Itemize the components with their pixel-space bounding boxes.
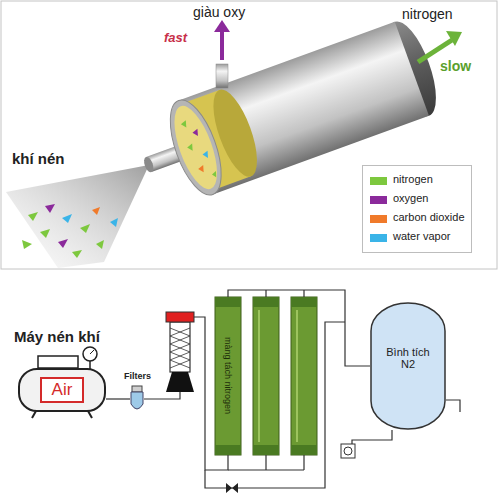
air-dryer (166, 312, 194, 392)
tank-label: Bình tích N2 (378, 346, 438, 370)
compressor-tank (19, 369, 105, 411)
gas-particles (62, 214, 72, 223)
gas-particles (80, 224, 90, 233)
nitrogen-flow-arrow (418, 31, 462, 62)
legend-row: nitrogen (363, 171, 471, 190)
gas-particles (22, 204, 118, 258)
compressor-motor (38, 356, 78, 368)
membrane-column (291, 297, 317, 307)
gas-particles (96, 240, 104, 249)
legend-swatch (370, 215, 387, 223)
legend-text: nitrogen (393, 173, 433, 185)
membrane-band (215, 445, 241, 455)
filter-head (132, 386, 142, 392)
fast-label: fast (164, 30, 187, 45)
gauge-stem (89, 361, 91, 369)
legend-text: oxygen (393, 192, 428, 204)
membrane-label: màng tách nitrogen (215, 309, 241, 443)
pipe-connector (228, 290, 370, 366)
filter-label: Filters (124, 371, 151, 381)
membrane-cylinder (202, 151, 210, 160)
legend-swatch (370, 234, 387, 242)
membrane-column (253, 297, 317, 455)
valve-symbol (226, 483, 238, 493)
gas-particles (92, 207, 100, 215)
oxygen-flow-arrow (214, 20, 230, 32)
membrane-cylinder (187, 143, 195, 152)
oxygen-outlet-pipe (216, 64, 228, 88)
pipe-connector (144, 317, 228, 470)
membrane-cylinder (180, 120, 188, 129)
pressure-gauge (341, 444, 355, 458)
compressor-gauge (83, 347, 97, 361)
membrane-column (291, 297, 317, 455)
membrane-band (215, 297, 241, 307)
gas-particles (45, 204, 55, 213)
compressor-leg (88, 411, 92, 418)
tank-outline (371, 303, 445, 429)
legend-swatch (370, 177, 387, 185)
pipe-connector (106, 398, 130, 399)
membrane-cylinder (160, 94, 232, 202)
air-spray (6, 165, 149, 268)
membrane-body (215, 297, 241, 455)
air-dryer (166, 372, 194, 392)
gas-particles (110, 218, 118, 227)
filter-bowl (131, 392, 143, 409)
membrane-column (291, 445, 317, 455)
membrane-column (296, 310, 298, 442)
pipe-line (446, 400, 460, 412)
membrane-cylinder (142, 156, 155, 174)
gas-particles (40, 229, 50, 238)
membrane-column (253, 297, 279, 455)
compressor-leg (32, 411, 36, 418)
nitrogen-tank: Bình tích N2 (370, 302, 446, 430)
air-compressor: Máy nén khíAir (18, 368, 106, 412)
air-filter-outline (130, 386, 144, 412)
oxygen-rich-label: giàu oxy (193, 4, 245, 20)
legend-row: carbon dioxide (363, 209, 471, 228)
membrane-cylinder (198, 165, 206, 174)
membrane-cylinder (192, 129, 200, 138)
membrane-cylinder (211, 171, 218, 178)
pipe-line (205, 290, 460, 488)
slow-label: slow (440, 58, 471, 74)
membrane-column (253, 445, 279, 455)
membrane-column (253, 297, 279, 307)
nitrogen-label: nitrogen (402, 6, 453, 22)
pressure-gauge (344, 447, 352, 455)
gas-particles (22, 240, 32, 249)
air-dryer (166, 312, 194, 322)
air-label: Air (40, 377, 84, 403)
air-dryer (170, 322, 190, 372)
gas-particles (58, 239, 68, 248)
oxygen-flow-arrow (220, 30, 224, 60)
gas-particles (72, 250, 82, 258)
legend-row: water vapor (363, 228, 471, 247)
legend-row: oxygen (363, 190, 471, 209)
air-dryer (170, 328, 190, 368)
gauge-needle (90, 350, 94, 354)
legend-text: water vapor (393, 230, 450, 242)
compressor-heading: Máy nén khí (14, 328, 100, 345)
membrane-cylinder (166, 101, 226, 195)
membrane-cylinder (128, 16, 446, 213)
gas-particles (28, 212, 38, 221)
compressed-air-label: khí nén (12, 150, 65, 167)
membrane-column (258, 310, 260, 442)
oxygen-flow-arrow (214, 20, 230, 60)
pressure-gauge (341, 444, 355, 458)
legend-swatch (370, 196, 387, 204)
pipe-line (352, 430, 392, 444)
air-filter: Filters (130, 386, 144, 412)
panel-border (1, 1, 497, 269)
legend-text: carbon dioxide (393, 211, 465, 223)
legend-box: nitrogen oxygen carbon dioxide water vapor (362, 165, 472, 253)
membrane-column: màng tách nitrogen (215, 297, 241, 455)
nitrogen-flow-arrow (446, 31, 462, 46)
